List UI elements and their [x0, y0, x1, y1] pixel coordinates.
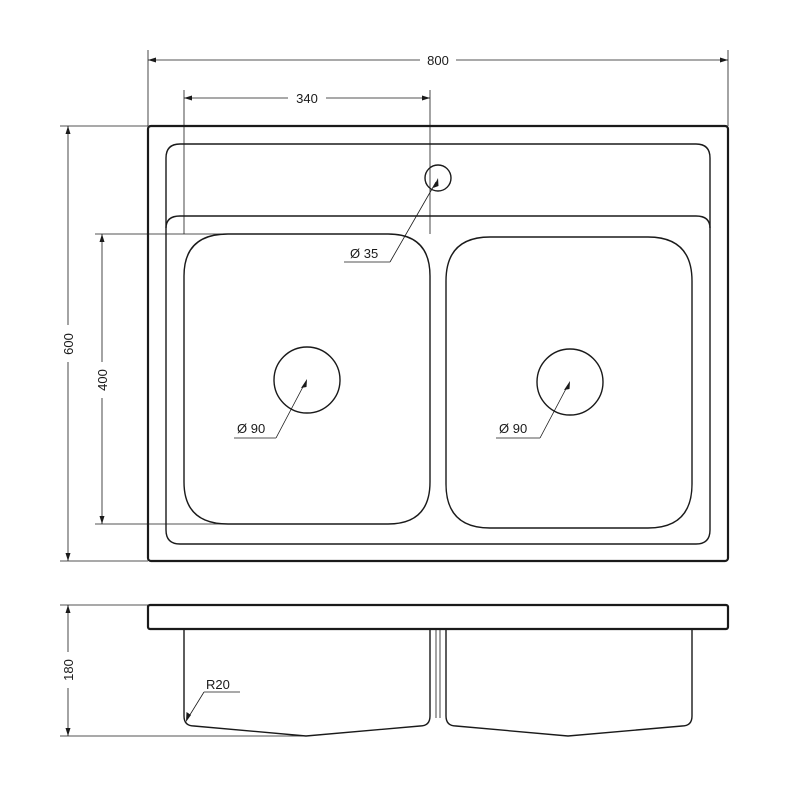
dimension-overall-depth: 600 — [60, 125, 148, 562]
dim-340-label: 340 — [296, 91, 318, 106]
right-bowl — [445, 236, 693, 529]
right-drain-hole — [536, 348, 604, 416]
dim-800-label: 800 — [427, 53, 449, 68]
left-drain-hole — [273, 346, 341, 414]
right-bowl-profile — [445, 629, 693, 737]
callout-left-drain: Ø 90 — [234, 379, 307, 439]
tap-hole-callout-label: Ø 35 — [350, 246, 378, 261]
dimension-overall-width: 800 — [147, 50, 729, 126]
right-drain-callout-label: Ø 90 — [499, 421, 527, 436]
drainboard-step-line — [165, 215, 711, 229]
dim-400-label: 400 — [95, 369, 110, 391]
callout-tap-hole: Ø 35 — [344, 178, 439, 263]
side-view — [146, 603, 730, 737]
sink-rim-profile — [146, 603, 730, 631]
left-bowl — [183, 233, 431, 525]
dim-600-label: 600 — [61, 333, 76, 355]
top-view — [146, 124, 730, 563]
sink-rim-inner-outline — [165, 143, 711, 545]
sink-outer-outline — [146, 124, 730, 563]
left-drain-callout-label: Ø 90 — [237, 421, 265, 436]
callout-corner-radius: R20 — [186, 677, 240, 722]
callout-right-drain: Ø 90 — [496, 381, 570, 439]
tap-hole — [424, 164, 452, 192]
dimension-bowl-offset: 340 — [183, 90, 431, 234]
dimension-bowl-height: 180 — [60, 604, 306, 737]
dimension-bowl-depth: 400 — [95, 233, 228, 525]
radius-callout-label: R20 — [206, 677, 230, 692]
dim-180-label: 180 — [61, 659, 76, 681]
